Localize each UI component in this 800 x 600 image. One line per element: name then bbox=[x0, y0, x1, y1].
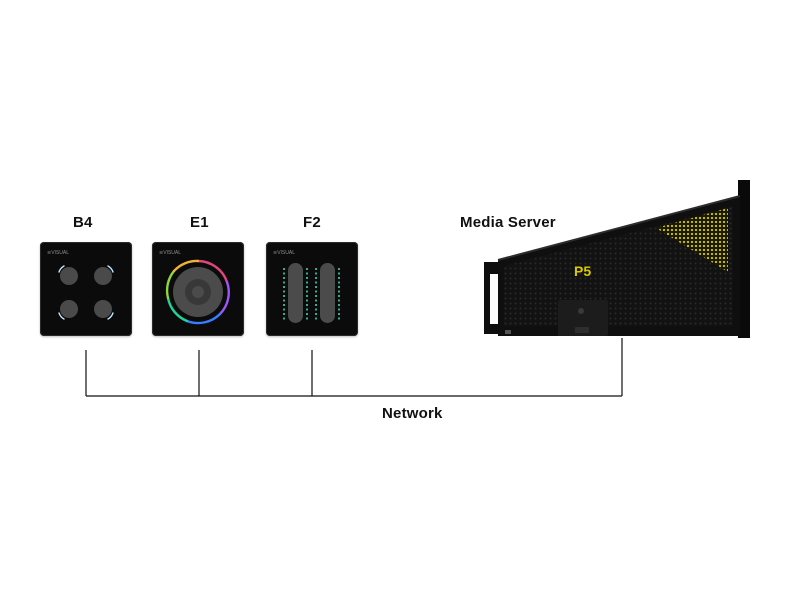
svg-text:≋VISUAL: ≋VISUAL bbox=[159, 250, 181, 256]
rack-server-icon: P5 bbox=[484, 180, 750, 338]
media-server-label: Media Server bbox=[460, 214, 556, 231]
b4-label: B4 bbox=[73, 214, 93, 231]
four-button-panel-icon: ≋VISUAL bbox=[47, 250, 114, 320]
e1-device: ≋VISUAL bbox=[152, 242, 244, 336]
network-label: Network bbox=[382, 405, 443, 422]
f2-label: F2 bbox=[303, 214, 321, 231]
dual-fader-panel-icon: ≋VISUAL bbox=[273, 250, 340, 323]
b4-device: ≋VISUAL bbox=[40, 242, 132, 336]
server-accent-grille bbox=[656, 208, 728, 272]
svg-text:≋VISUAL: ≋VISUAL bbox=[273, 250, 295, 256]
server-handle bbox=[484, 262, 498, 334]
server-logo: P5 bbox=[574, 263, 591, 279]
f2-device: ≋VISUAL bbox=[266, 242, 358, 336]
rotary-encoder-panel-icon: ≋VISUAL bbox=[159, 250, 230, 325]
server-front-module bbox=[558, 300, 608, 336]
e1-label: E1 bbox=[190, 214, 209, 231]
svg-text:≋VISUAL: ≋VISUAL bbox=[47, 250, 69, 256]
